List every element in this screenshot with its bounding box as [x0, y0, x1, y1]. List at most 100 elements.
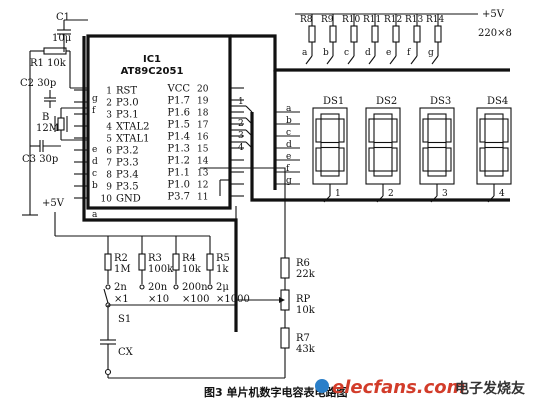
- rnet-ref: R10: [342, 15, 361, 25]
- rnet-seg-letter: b: [323, 48, 329, 58]
- range-resistor-ref: R2: [114, 253, 128, 264]
- ic-pin-number: 6: [106, 147, 112, 157]
- ic-pin-number: 8: [106, 171, 112, 181]
- switch-ref: S1: [118, 314, 131, 325]
- ground-left: [22, 205, 38, 216]
- ic-pin-name: P1.7: [167, 96, 190, 107]
- display-seg-letter: b: [286, 116, 292, 126]
- c3-label: C3 30p: [22, 154, 58, 165]
- rnet-resistor: [371, 25, 379, 43]
- supply-top-label: +5V: [482, 9, 505, 20]
- rnet-seg-letter: e: [386, 48, 391, 58]
- display-seg-letter: d: [286, 140, 292, 150]
- display-seg-letter: a: [286, 104, 292, 114]
- ic-pin-name: P3.7: [167, 192, 190, 203]
- range-multiplier: ×1000: [216, 294, 250, 305]
- range-resistor-ref: R5: [216, 253, 230, 264]
- ic-pin-number: 4: [106, 123, 112, 133]
- c1-ref: C1: [56, 12, 70, 23]
- ic-pin-name: P3.3: [116, 158, 139, 169]
- display-seg-letter: c: [286, 128, 291, 138]
- ic-pin-number: 2: [106, 99, 112, 109]
- ic-pin-number: 16: [197, 133, 209, 143]
- seven-segment-digit: DS1 1: [312, 96, 348, 203]
- digit-common-number: 1: [335, 189, 341, 199]
- r7-value: 43k: [296, 344, 316, 355]
- range-resistor-ref: R3: [148, 253, 162, 264]
- ic-pin-name: P1.1: [167, 168, 190, 179]
- ic-pin-name: P3.0: [116, 98, 139, 109]
- ic-pin-name: P3.4: [116, 170, 139, 181]
- rp-value: 10k: [296, 305, 316, 316]
- range-contact: [173, 284, 179, 290]
- left-seg-b: b: [92, 181, 98, 191]
- ic-pin-name: P1.2: [167, 156, 190, 167]
- digit-label: DS4: [487, 96, 508, 107]
- ic-pin-number: 20: [197, 85, 209, 95]
- left-segment-labels: g f e d c b a: [92, 94, 98, 220]
- range-capacitance: 2μ: [216, 282, 229, 293]
- ic-pin-number: 3: [106, 111, 112, 121]
- ic-pin-number: 17: [197, 121, 209, 131]
- rnet-resistor: [392, 25, 400, 43]
- rnet-resistor: [350, 25, 358, 43]
- reset-circuit: C1 10μ R1 10k: [29, 12, 88, 205]
- crystal-ref: B: [42, 112, 49, 123]
- segment-bus-top: [230, 34, 510, 72]
- ic-pin-number: 12: [197, 181, 208, 191]
- rnet-resistor: [308, 25, 316, 43]
- range-selector: +5V R21M2n×1R3100k20n×10R410k200n×100R51…: [42, 198, 250, 376]
- ic-pin-name: VCC: [166, 84, 190, 95]
- rnet-ref: R11: [363, 15, 381, 25]
- ic-part: AT89C2051: [121, 66, 184, 77]
- crystal-value: 12M: [36, 123, 59, 134]
- rnet-resistor: [413, 25, 421, 43]
- left-seg-f: f: [92, 106, 96, 116]
- range-contact: [139, 284, 145, 290]
- display-seg-letter: e: [286, 152, 291, 162]
- left-seg-e: e: [92, 145, 97, 155]
- ic-pin-number: 5: [106, 135, 112, 145]
- rnet-resistor: [329, 25, 337, 43]
- rnet-seg-letter: f: [407, 48, 411, 58]
- range-resistor-value: 1M: [114, 264, 131, 275]
- figure-caption: 图3 单片机数字电容表电路图: [204, 385, 347, 399]
- left-seg-g: g: [92, 94, 98, 104]
- watermark-logo: elecfans.com 电子发烧友: [315, 377, 525, 398]
- ic-pin-number: 14: [197, 157, 209, 167]
- range-resistor-ref: R4: [182, 253, 196, 264]
- ic-pin-number: 19: [197, 97, 209, 107]
- digit-label: DS1: [323, 96, 344, 107]
- left-seg-c: c: [92, 169, 97, 179]
- range-capacitance: 2n: [114, 282, 127, 293]
- oscillator-circuit: C2 30p B 12M C3 30p: [20, 78, 88, 165]
- rp-ref: RP: [296, 294, 311, 305]
- rnet-ref: R14: [426, 15, 445, 25]
- ic-pin-name: P3.2: [116, 146, 139, 157]
- ic-pin-number: 13: [197, 169, 209, 179]
- ic-pin-number: 1: [106, 87, 112, 97]
- ic-pin-name: RST: [116, 86, 137, 97]
- rnet-seg-letter: d: [365, 48, 371, 58]
- cx-ref: CX: [118, 347, 134, 358]
- ic-pin-name: GND: [116, 194, 141, 205]
- digit-common-number: 4: [499, 189, 505, 199]
- ic-pin-number: 10: [101, 195, 113, 205]
- range-resistor-value: 10k: [182, 264, 202, 275]
- digit-line-4: 4: [238, 143, 244, 153]
- range-capacitance: 20n: [148, 282, 168, 293]
- ic-pin-number: 18: [197, 109, 209, 119]
- ic-pin-number: 11: [197, 193, 208, 203]
- display-seg-letter: g: [286, 176, 292, 186]
- digit-common-number: 2: [388, 189, 394, 199]
- left-seg-d: d: [92, 157, 98, 167]
- ic-pin-name: XTAL1: [116, 134, 149, 145]
- digit-line-3: 3: [238, 131, 244, 141]
